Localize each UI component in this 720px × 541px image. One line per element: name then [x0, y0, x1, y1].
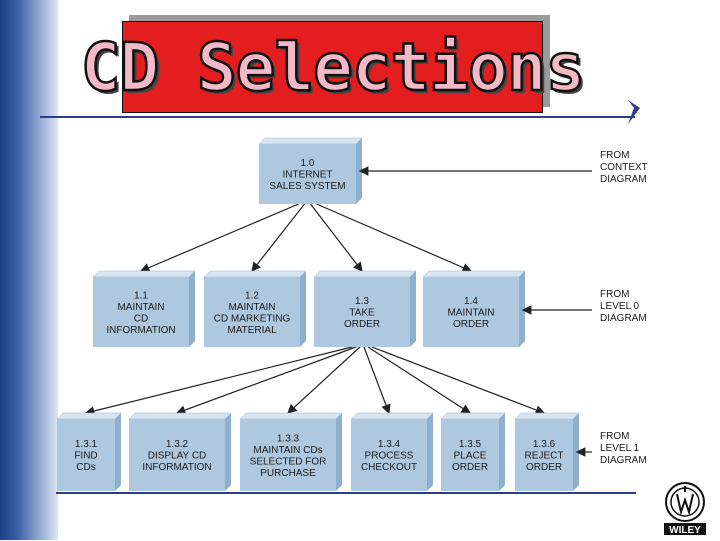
- node-level2-label: PROCESS: [365, 451, 414, 462]
- node-internet-sales-system-label: SALES SYSTEM: [269, 181, 345, 192]
- node-level1-label: MAINTAIN: [117, 302, 164, 313]
- node-level2-label: MAINTAIN CDs: [253, 445, 322, 456]
- node-level1-label: CD MARKETING: [214, 313, 291, 324]
- level-annotation-text: FROM: [600, 431, 629, 442]
- node-level1-label: MATERIAL: [227, 325, 277, 336]
- chevron-right-icon: [628, 100, 640, 124]
- node-level2-label: SELECTED FOR: [250, 456, 327, 467]
- node-level2-label: PURCHASE: [260, 468, 316, 479]
- title-banner: CD Selections: [79, 21, 587, 113]
- node-level1-label: CD: [134, 313, 148, 324]
- node-level1-label: MAINTAIN: [228, 302, 275, 313]
- node-level2-label: ORDER: [452, 462, 488, 473]
- edge-take-order-to-level2: [84, 346, 353, 416]
- node-level2-label: CHECKOUT: [361, 462, 417, 473]
- edge-take-order-to-level2: [175, 346, 357, 415]
- bottom-rule: [56, 492, 636, 494]
- level-annotation-text: FROM: [600, 289, 629, 300]
- edge-root-to-level1: [251, 203, 305, 272]
- left-gradient-bar: [0, 0, 58, 540]
- node-level1-label: MAINTAIN: [447, 308, 494, 319]
- edge-root-to-level1: [310, 203, 363, 272]
- node-level2-label: 1.3.6: [533, 439, 556, 450]
- top-rule: [40, 116, 635, 118]
- node-level1-label: 1.4: [464, 296, 478, 307]
- node-level2-label: REJECT: [525, 451, 564, 462]
- node-level2-label: INFORMATION: [142, 462, 211, 473]
- node-level2-label: PLACE: [454, 451, 487, 462]
- node-level2-label: 1.3.3: [277, 433, 300, 444]
- node-level2-label: CDs: [76, 462, 95, 473]
- edge-root-to-level1: [139, 203, 299, 273]
- edge-take-order-to-level2: [371, 346, 546, 415]
- level-annotation-text: DIAGRAM: [600, 313, 647, 324]
- logo-text: WILEY: [669, 525, 701, 536]
- node-level1-label: 1.1: [134, 290, 148, 301]
- level-annotation-text: DIAGRAM: [600, 174, 647, 185]
- edge-take-order-to-level2: [287, 346, 361, 414]
- node-level1-label: TAKE: [349, 308, 375, 319]
- level-annotation-text: DIAGRAM: [600, 455, 647, 466]
- wiley-seal-icon: WILEY: [664, 482, 706, 536]
- node-level2-label: 1.3.1: [75, 439, 98, 450]
- page-title: CD Selections: [79, 27, 586, 107]
- wiley-logo: WILEY: [662, 480, 708, 536]
- edge-root-to-level1: [316, 203, 473, 273]
- level-annotation-text: CONTEXT: [600, 162, 648, 173]
- level-annotation-text: LEVEL 0: [600, 301, 640, 312]
- node-level1-label: 1.2: [245, 290, 259, 301]
- node-level2-label: 1.3.4: [378, 439, 401, 450]
- node-level2-label: DISPLAY CD: [148, 451, 207, 462]
- edge-take-order-to-level2: [367, 346, 472, 414]
- node-level1-label: 1.3: [355, 296, 369, 307]
- level-annotation-text: LEVEL 1: [600, 443, 640, 454]
- node-level2-label: ORDER: [526, 462, 562, 473]
- node-level2-label: FIND: [74, 451, 97, 462]
- node-level2-label: 1.3.5: [459, 439, 482, 450]
- node-level1-label: ORDER: [453, 319, 489, 330]
- node-internet-sales-system-label: INTERNET: [283, 170, 333, 181]
- node-level1-label: ORDER: [344, 319, 380, 330]
- level-annotation-text: FROM: [600, 150, 629, 161]
- edge-take-order-to-level2: [363, 346, 391, 415]
- node-level2-label: 1.3.2: [166, 439, 189, 450]
- node-internet-sales-system-label: 1.0: [301, 158, 315, 169]
- node-level1-label: INFORMATION: [106, 325, 175, 336]
